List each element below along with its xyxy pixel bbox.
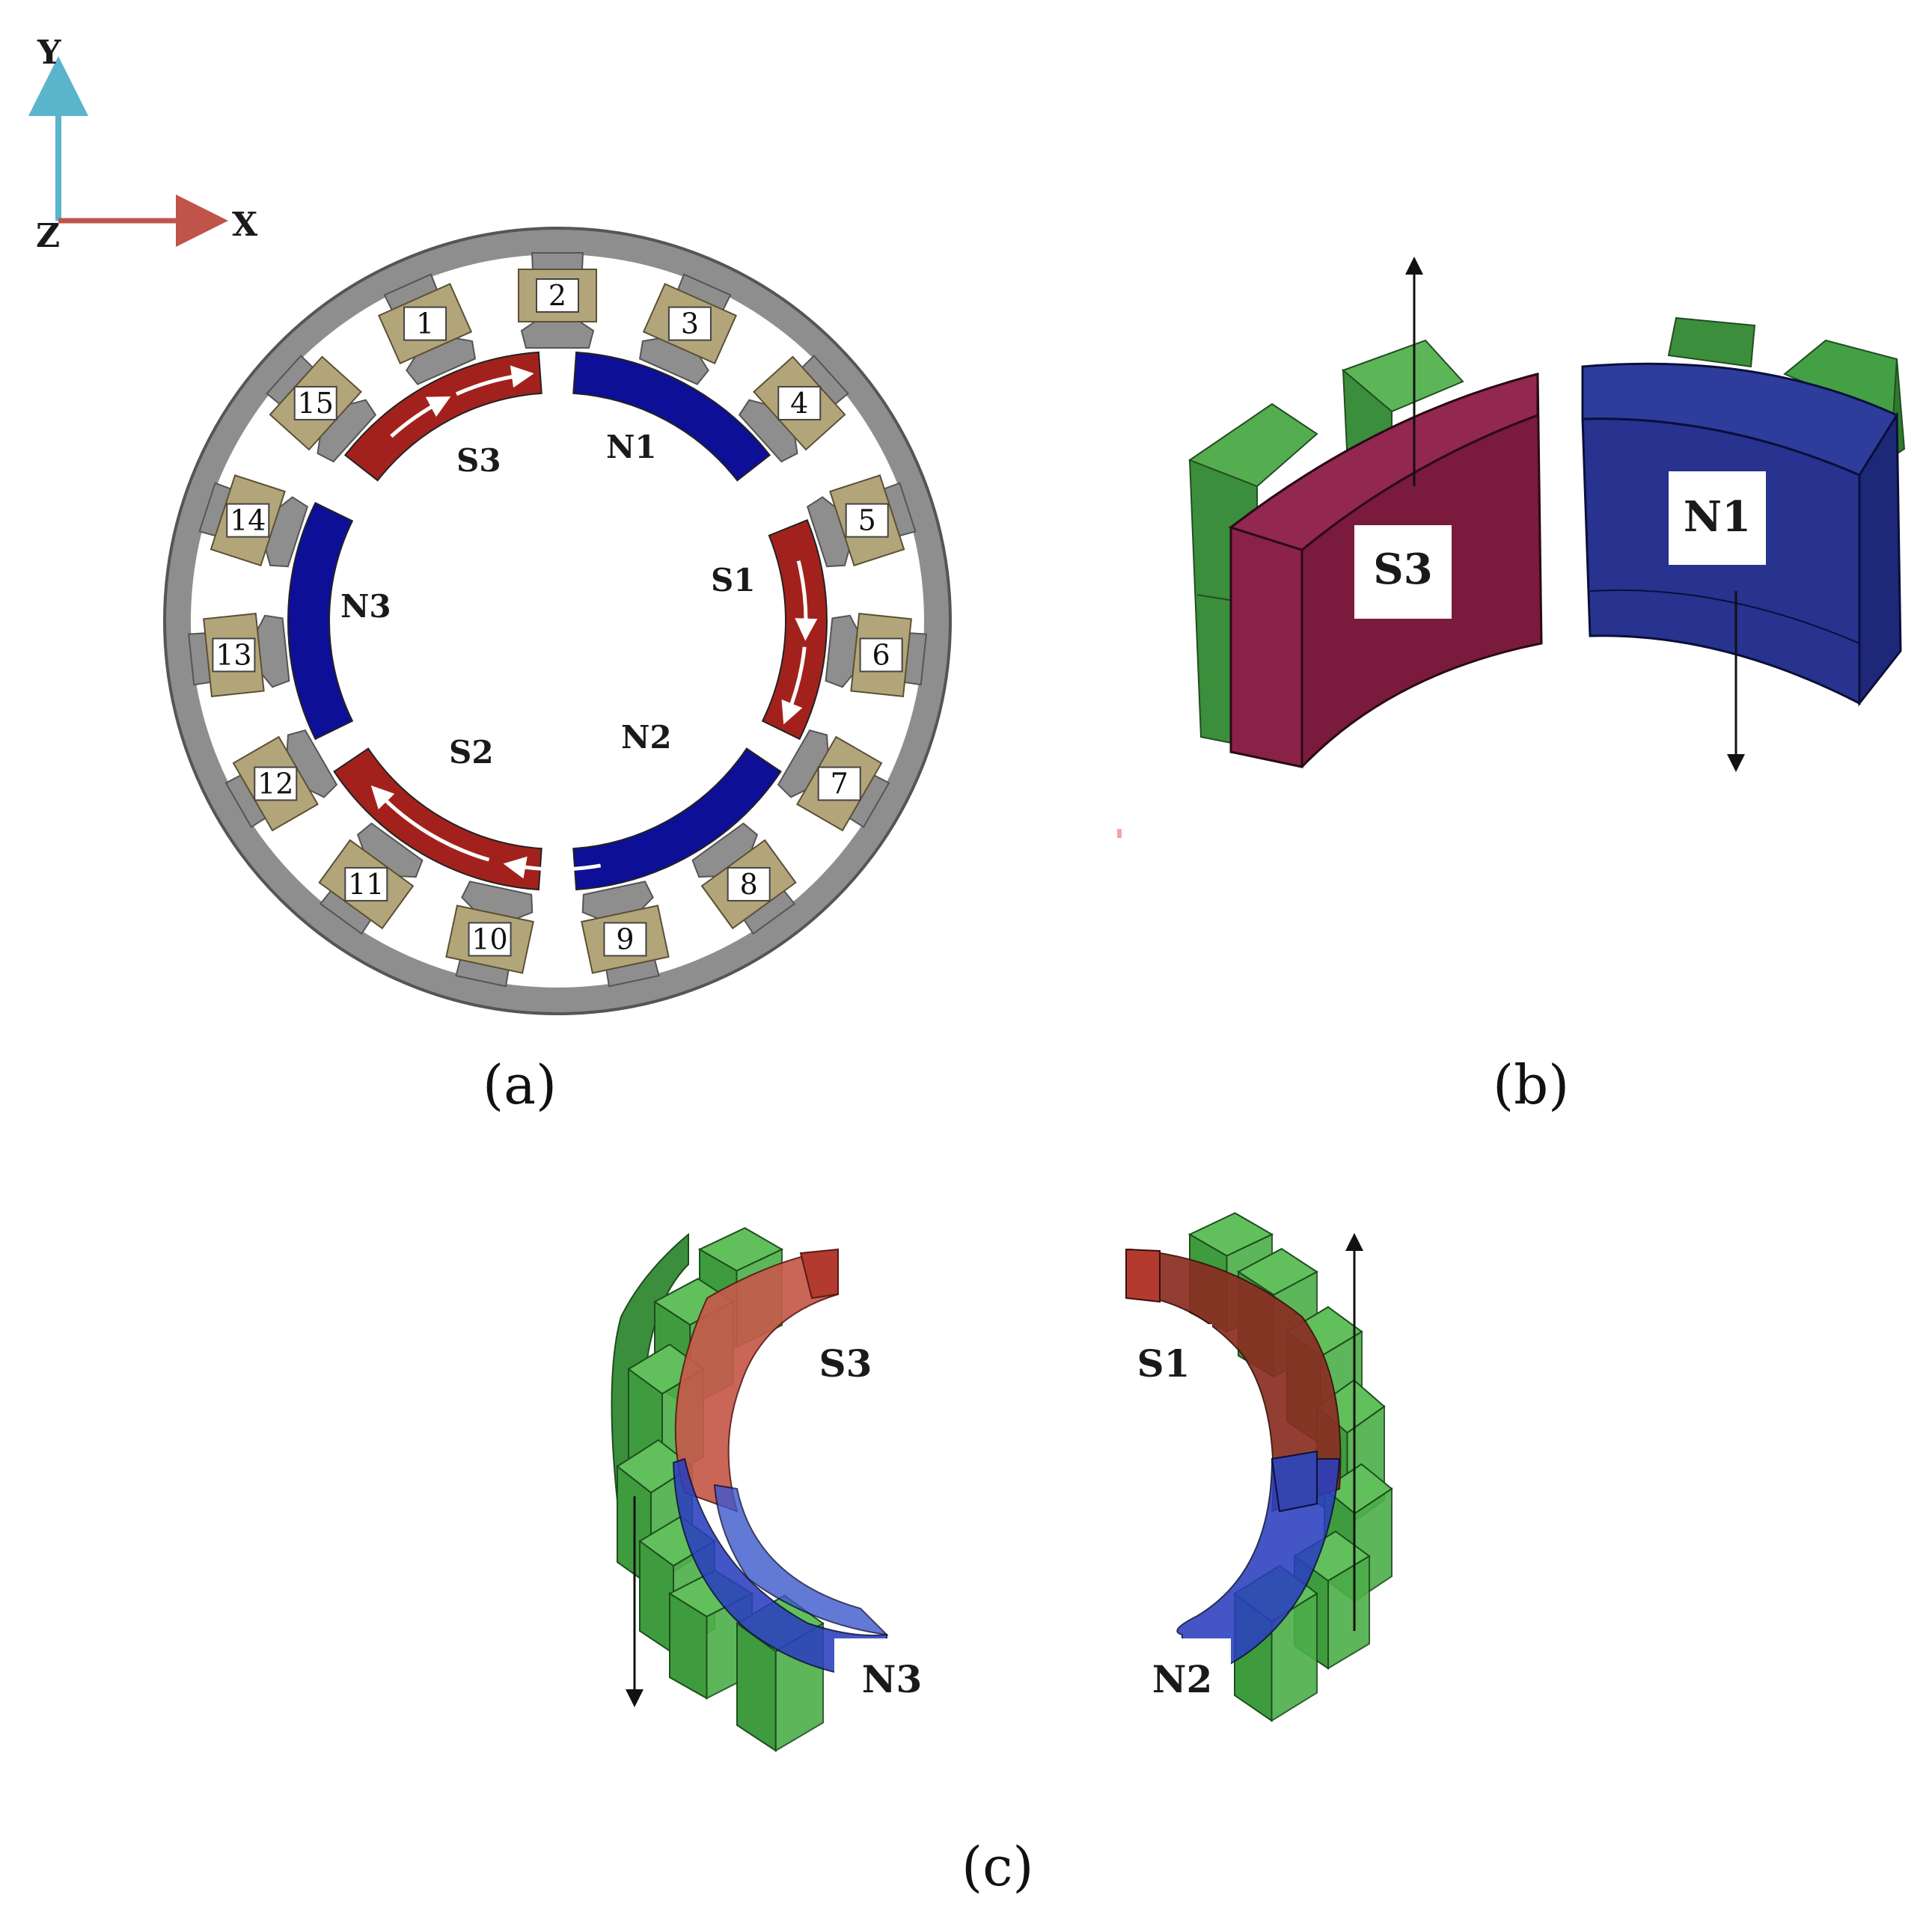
tooth-number: 15 [298,387,334,420]
tooth-number-box [293,385,337,420]
tooth-number-box [212,637,256,673]
tooth-number: 12 [257,768,293,801]
panel-c-half-assemblies: S3 N3 S1 N2 (c) [611,1212,1393,1898]
tooth-number: 3 [681,307,699,340]
label-b-n1: N1 [1684,492,1751,542]
teeth-behind-n1 [1667,316,1906,458]
right-half-assembly: S1 N2 [1119,1212,1393,1722]
magnetization-arrow [370,785,490,862]
tooth-number-box [403,306,447,341]
tooth-number-box [777,385,822,420]
magnet-label-n1: N1 [606,429,657,465]
tooth-number-box [468,922,512,957]
magnet-label-n3: N3 [340,588,391,625]
tooth-number-box [344,866,388,902]
caption-b: (b) [1493,1053,1569,1116]
magnet-label-s2: S2 [449,734,494,771]
magnet-label-n2: N2 [621,719,672,756]
tooth-number-box [817,766,861,801]
label-c-s1: S1 [1137,1341,1190,1386]
tooth-number-box [859,637,903,673]
magnet-label-s1: S1 [711,562,756,599]
c-s3-box [801,1324,894,1407]
c-n3-box [834,1638,928,1721]
tooth-number: 10 [471,922,507,955]
tooth-number: 7 [831,768,849,801]
magnetization-arrow [795,560,818,641]
label-c-n3: N3 [862,1657,923,1701]
tooth-number: 4 [790,387,808,420]
tooth-number-box [667,306,712,341]
magnetization-arrow [390,396,451,438]
left-half-assembly: S3 N3 [611,1227,928,1752]
c-n2-box [1137,1638,1231,1721]
tooth-number: 14 [230,504,266,537]
green-tooth-face [1327,1555,1370,1670]
magnet-label-s3: S3 [456,442,501,479]
tooth-number-box [727,866,771,902]
magnet-s2 [333,747,542,891]
tooth-number: 1 [416,307,434,340]
tooth-number: 2 [548,279,566,312]
tooth-number: 6 [872,638,890,671]
rotor-magnets [287,351,828,891]
y-axis-label: Y [37,34,61,72]
c-s1-box [1119,1324,1212,1407]
tooth-number: 13 [215,638,251,671]
label-c-n2: N2 [1152,1657,1213,1701]
stray-mark [1117,829,1122,838]
x-axis-label: X [232,206,258,244]
label-b-s3: S3 [1373,545,1432,594]
s3-label-box [1354,525,1452,619]
tooth-number: 11 [348,868,384,901]
magnet-n1 [572,351,771,482]
caption-a: (a) [483,1053,557,1116]
tooth-number-box [536,278,579,313]
tooth-number-box [845,503,889,538]
tooth-number: 5 [858,504,876,537]
tooth-number-box [603,922,647,957]
caption-c: (c) [962,1835,1034,1898]
magnetization-arrow [503,856,602,879]
tooth-number: 9 [616,922,634,955]
coordinate-axes: Y X Z [28,34,258,255]
magnetization-arrow [781,646,807,725]
panel-b-magnet-pair: S3 N1 (b) [1117,257,1906,1116]
tooth-number-box [254,766,298,801]
n1-label-box [1669,471,1766,565]
tooth-number: 8 [740,868,758,901]
label-c-s3: S3 [819,1341,872,1386]
magnet-n3 [287,501,354,741]
magnetization-arrow [455,365,534,396]
green-tooth-face [1271,1592,1318,1722]
z-axis-label: Z [36,217,60,255]
tooth-number-box [226,503,270,538]
magnet-s1 [761,518,828,741]
